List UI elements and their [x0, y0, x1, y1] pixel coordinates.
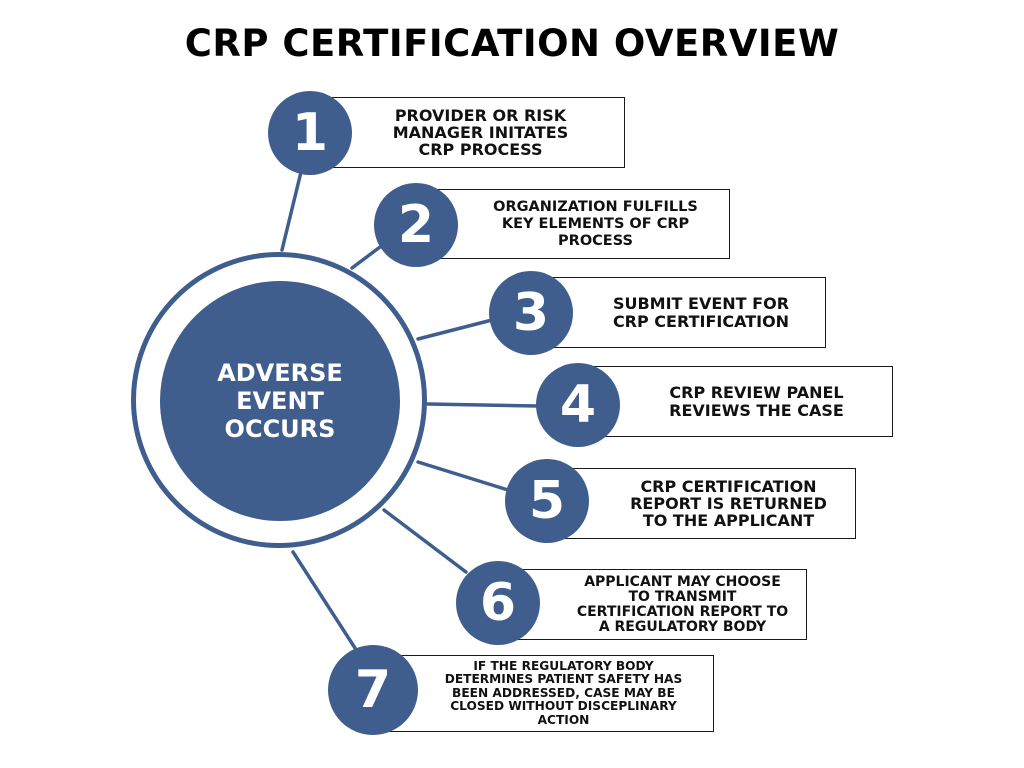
step-1-box: PROVIDER OR RISK MANAGER INITATES CRP PR…	[316, 97, 625, 168]
connector-line-4	[426, 402, 540, 408]
step-1-text: PROVIDER OR RISK MANAGER INITATES CRP PR…	[392, 106, 569, 159]
step-6-text: APPLICANT MAY CHOOSE TO TRANSMIT CERTIFI…	[576, 573, 789, 635]
step-5-text: CRP CERTIFICATION REPORT IS RETURNED TO …	[630, 477, 827, 530]
step-3-number: 3	[489, 271, 573, 355]
center-circle: ADVERSE EVENT OCCURS	[160, 281, 400, 521]
connector-line-1	[280, 170, 303, 252]
step-7-text: IF THE REGULATORY BODY DETERMINES PATIEN…	[444, 658, 683, 727]
center-label: ADVERSE EVENT OCCURS	[217, 359, 343, 443]
step-1-number: 1	[268, 91, 352, 175]
step-3-box: SUBMIT EVENT FOR CRP CERTIFICATION	[536, 277, 826, 348]
step-4-text: CRP REVIEW PANEL REVIEWS THE CASE	[669, 382, 844, 420]
step-6-box: APPLICANT MAY CHOOSE TO TRANSMIT CERTIFI…	[503, 569, 807, 640]
step-2-box: ORGANIZATION FULFILLS KEY ELEMENTS OF CR…	[421, 189, 730, 259]
connector-line-2	[350, 242, 386, 270]
step-2-text: ORGANIZATION FULFILLS KEY ELEMENTS OF CR…	[493, 198, 698, 249]
connector-line-6	[382, 508, 468, 574]
connector-line-3	[416, 318, 494, 341]
step-7-number: 7	[328, 645, 418, 735]
step-5-box: CRP CERTIFICATION REPORT IS RETURNED TO …	[551, 468, 856, 539]
step-4-number: 4	[536, 363, 620, 447]
step-5-number: 5	[505, 459, 589, 543]
page-title: CRP CERTIFICATION OVERVIEW	[184, 22, 840, 65]
step-7-box: IF THE REGULATORY BODY DETERMINES PATIEN…	[378, 655, 714, 732]
step-6-number: 6	[456, 561, 540, 645]
step-4-box: CRP REVIEW PANEL REVIEWS THE CASE	[580, 366, 893, 437]
connector-line-7	[291, 550, 357, 650]
step-3-text: SUBMIT EVENT FOR CRP CERTIFICATION	[612, 293, 790, 331]
step-2-number: 2	[374, 183, 458, 267]
connector-line-5	[416, 460, 510, 492]
